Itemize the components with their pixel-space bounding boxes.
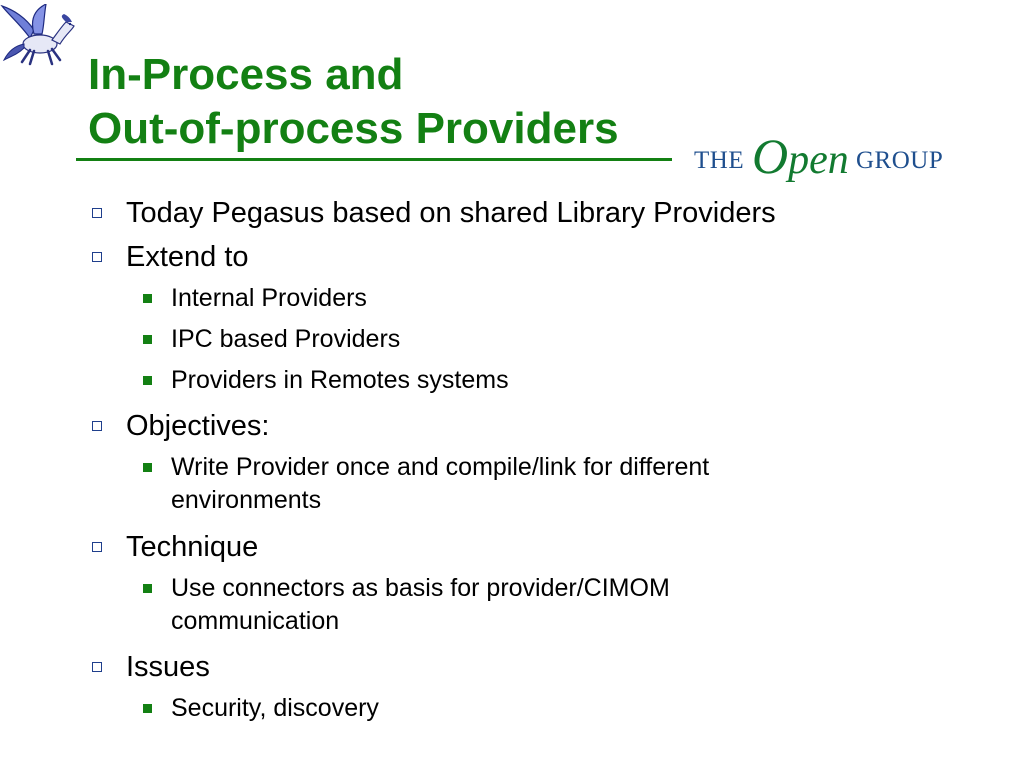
sub-bullet-item: Write Provider once and compile/link for… <box>171 453 710 481</box>
title-line-1: In-Process and <box>88 50 404 99</box>
square-bullet-icon <box>143 335 152 344</box>
square-bullet-icon <box>143 463 152 472</box>
bullet-item: Extend to <box>126 241 249 273</box>
logo-open-text: Open <box>752 128 849 184</box>
hollow-square-bullet-icon <box>92 421 102 431</box>
sub-bullet-item: Use connectors as basis for provider/CIM… <box>171 574 670 602</box>
sub-bullet-continuation: communication <box>171 607 340 635</box>
bullet-item: Today Pegasus based on shared Library Pr… <box>126 197 776 229</box>
hollow-square-bullet-icon <box>92 662 102 672</box>
hollow-square-bullet-icon <box>92 208 102 218</box>
hollow-square-bullet-icon <box>92 542 102 552</box>
square-bullet-icon <box>143 584 152 593</box>
square-bullet-icon <box>143 704 152 713</box>
sub-bullet-item: Security, discovery <box>171 694 379 722</box>
sub-bullet-continuation: environments <box>171 486 322 514</box>
bullet-item: Objectives: <box>126 410 270 442</box>
title-underline <box>76 158 672 161</box>
page-title: In-Process and Out-of-process Providers <box>88 48 619 156</box>
square-bullet-icon <box>143 294 152 303</box>
pegasus-icon <box>0 4 75 66</box>
bullet-item: Issues <box>126 651 210 683</box>
title-line-2: Out-of-process Providers <box>88 104 619 153</box>
hollow-square-bullet-icon <box>92 252 102 262</box>
logo-group-text: GROUP <box>856 147 944 174</box>
logo-the-text: THE <box>694 147 745 174</box>
sub-bullet-item: IPC based Providers <box>171 325 401 353</box>
square-bullet-icon <box>143 376 152 385</box>
sub-bullet-item: Providers in Remotes systems <box>171 366 509 394</box>
bullet-item: Technique <box>126 531 259 563</box>
sub-bullet-item: Internal Providers <box>171 284 367 312</box>
open-group-logo: THE Open GROUP <box>694 128 952 184</box>
